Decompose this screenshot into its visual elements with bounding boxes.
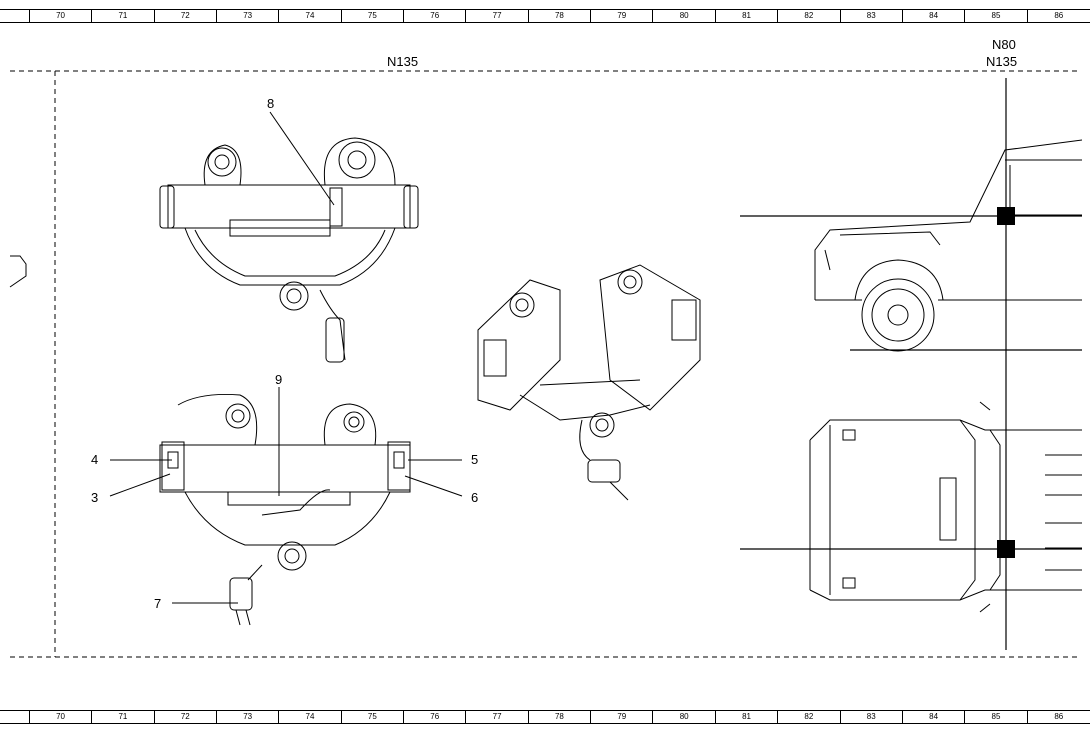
ruler-cell: 74	[279, 10, 342, 22]
steering-module-bottom-view	[159, 393, 411, 626]
zone-label-n135-right: N135	[986, 54, 1018, 69]
callout-3: 3	[91, 490, 99, 505]
ruler-cell: 75	[342, 10, 405, 22]
left-edge-part	[9, 255, 27, 288]
ruler-cell: 79	[591, 711, 654, 723]
ruler-cell: 76	[404, 10, 467, 22]
ruler-cell: 82	[778, 10, 841, 22]
ruler-cell: 82	[778, 711, 841, 723]
callout-7: 7	[154, 596, 162, 611]
ruler-cell: 79	[591, 10, 654, 22]
zone-label-n135-left: N135	[387, 54, 419, 69]
callout-8: 8	[267, 96, 275, 111]
zone-label-n80: N80	[992, 37, 1016, 52]
ruler-cell: 81	[716, 10, 779, 22]
ruler-cell: 71	[92, 711, 155, 723]
ruler-cell: 73	[217, 10, 280, 22]
location-marker-top	[997, 540, 1015, 558]
vehicle-side-view	[814, 139, 1083, 352]
ruler-lead-cell	[0, 10, 30, 22]
ruler-cell: 83	[841, 10, 903, 22]
callout-5: 5	[471, 452, 479, 467]
ruler-cell: 70	[30, 10, 93, 22]
ruler-cell: 72	[155, 711, 217, 723]
dashed-frame	[10, 70, 1080, 658]
ruler-cell: 78	[529, 10, 592, 22]
ruler-cell: 80	[653, 10, 716, 22]
steering-module-isometric-view	[477, 264, 701, 501]
ruler-cell: 70	[30, 711, 93, 723]
ruler-cell: 75	[342, 711, 405, 723]
callout-9: 9	[275, 372, 283, 387]
ruler-cell: 86	[1054, 712, 1064, 721]
callout-leaders	[109, 111, 463, 604]
steering-module-top-view	[159, 137, 419, 363]
ruler-cell: 80	[653, 711, 716, 723]
ruler-cell: 84	[903, 711, 966, 723]
location-pointer-lines	[740, 78, 1082, 650]
ruler-cell: 81	[716, 711, 779, 723]
ruler-cell: 74	[279, 711, 342, 723]
ruler-cell: 85	[965, 711, 1028, 723]
vehicle-top-view	[809, 401, 1082, 613]
ruler-cell: 77	[466, 711, 529, 723]
ruler-cell: 86	[1054, 11, 1064, 20]
ruler-cell: 85	[965, 10, 1028, 22]
callout-4: 4	[91, 452, 99, 467]
ruler-cell: 78	[529, 711, 592, 723]
location-marker-side	[997, 207, 1015, 225]
callout-6: 6	[471, 490, 479, 505]
ruler-lead-cell	[0, 711, 30, 723]
ruler-cell: 72	[155, 10, 217, 22]
ruler-cell: 83	[841, 711, 903, 723]
ruler-cell: 76	[404, 711, 467, 723]
ruler-cell: 84	[903, 10, 966, 22]
ruler-cell: 71	[92, 10, 155, 22]
ruler-cell: 77	[466, 10, 529, 22]
ruler-cell: 73	[217, 711, 280, 723]
